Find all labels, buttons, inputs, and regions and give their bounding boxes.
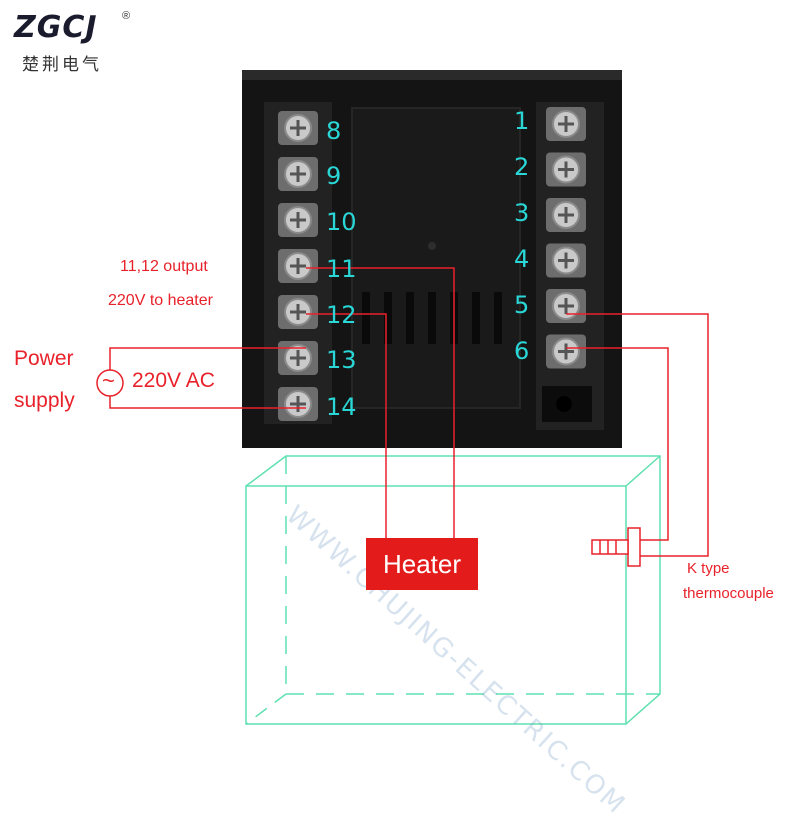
terminal-label-3: 3 (514, 199, 530, 227)
terminal-label-8: 8 (326, 117, 342, 145)
terminal-screw-2 (546, 152, 586, 187)
wire-terminal-5 (566, 313, 709, 557)
terminal-label-12: 12 (326, 301, 357, 329)
terminal-screw-14 (278, 387, 318, 421)
tank-outline (245, 455, 661, 725)
logo-subtitle: 楚荆电气 (22, 55, 102, 75)
wire-power-13 (109, 347, 306, 374)
terminal-screw-8 (278, 111, 318, 145)
output-label-line2: 220V to heater (108, 292, 213, 309)
terminal-screw-10 (278, 203, 318, 237)
terminal-label-11: 11 (326, 255, 357, 283)
brand-logo: ZGCJ ® 楚荆电气 (14, 10, 134, 80)
wiring-diagram (96, 70, 709, 725)
terminal-screw-13 (278, 341, 318, 375)
terminal-label-4: 4 (514, 245, 530, 273)
ac-symbol-circle (96, 369, 124, 397)
terminal-screw-1 (546, 107, 586, 141)
controller-inner-panel (351, 107, 521, 409)
terminal-screw-11 (278, 249, 318, 283)
wiring (109, 267, 709, 557)
terminal-label-14: 14 (326, 393, 357, 421)
terminal-label-1: 1 (514, 107, 530, 135)
wire-terminal-6 (566, 347, 669, 541)
wire-power-14 (109, 392, 306, 409)
terminal-label-10: 10 (326, 208, 357, 236)
output-label-line1: 11,12 output (120, 258, 208, 275)
left-screws (278, 111, 318, 421)
wire-terminal-11 (306, 267, 455, 538)
terminal-label-5: 5 (514, 291, 530, 319)
thermocouple-label-line2: thermocouple (683, 585, 774, 602)
ac-symbol: ~ (102, 368, 115, 393)
ac-voltage-label: 220V AC (132, 369, 215, 392)
wire-terminal-12 (306, 313, 387, 538)
power-label-line1: Power (14, 347, 74, 370)
controller-top-edge (242, 70, 622, 80)
thermocouple-probe (591, 527, 641, 567)
logo-brand: ZGCJ (14, 10, 98, 45)
terminal-screw-4 (546, 243, 586, 278)
right-screws (546, 107, 586, 369)
terminal-screw-9 (278, 157, 318, 191)
terminal-screw-12 (278, 295, 318, 329)
terminal-label-9: 9 (326, 162, 342, 190)
right-terminal-blank-hole (556, 396, 572, 412)
terminal-screw-3 (546, 198, 586, 232)
thermocouple-label-line1: K type (687, 560, 730, 577)
terminal-label-13: 13 (326, 346, 357, 374)
terminal-screw-5 (546, 289, 586, 323)
terminal-label-2: 2 (514, 153, 530, 181)
terminal-screw-6 (546, 334, 586, 369)
power-label-line2: supply (14, 389, 75, 412)
heater-box: Heater (366, 538, 478, 590)
controller-indicator (428, 242, 436, 250)
logo-registered-mark: ® (122, 10, 131, 22)
terminal-label-6: 6 (514, 337, 530, 365)
